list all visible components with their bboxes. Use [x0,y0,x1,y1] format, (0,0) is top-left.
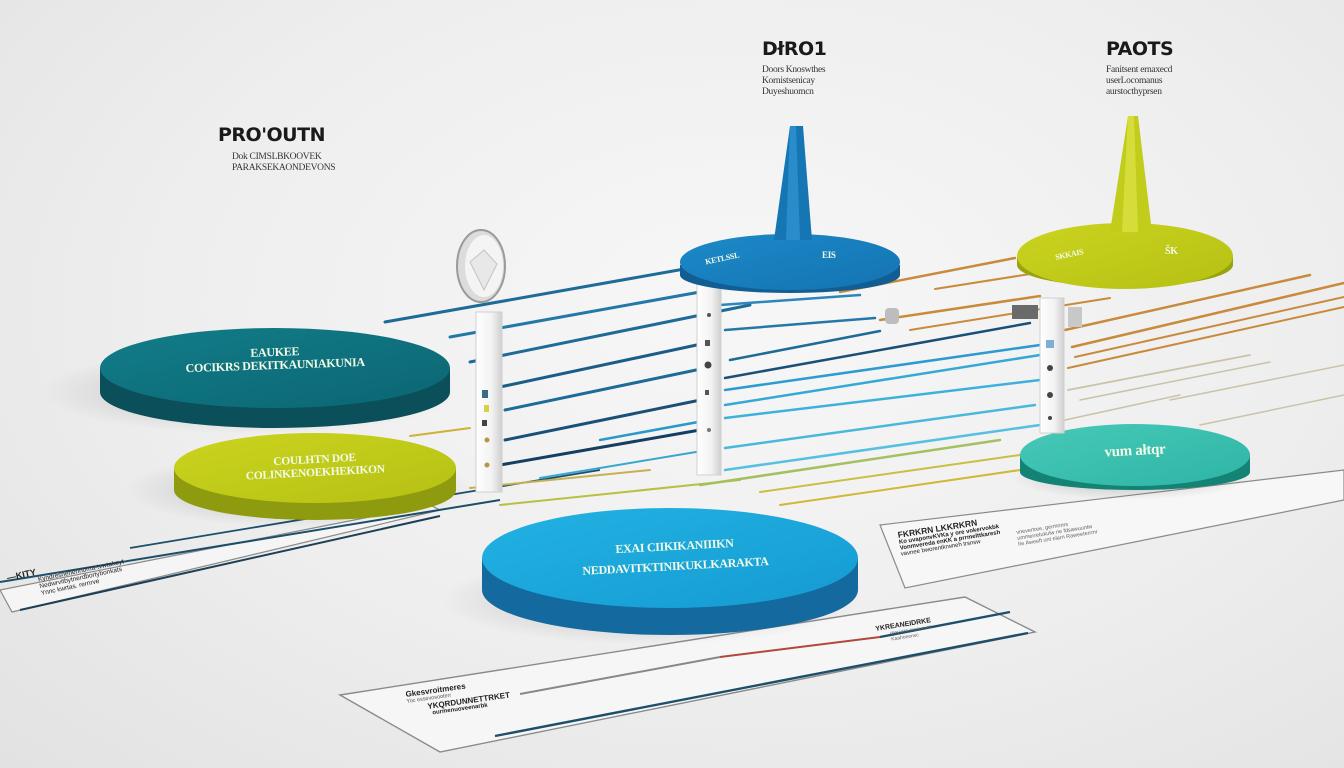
lime-pin-disc-icon-label: ŠK [1165,246,1178,257]
label-left-title: PRO'OUTN [218,124,325,146]
label-right: PAOTS Fanitsent ernaxecd userLocomanus a… [1106,38,1174,98]
label-left-line: PARAKSEKAONDEVONS [232,163,336,173]
label-center-line: Duyeshuomcn [762,87,814,97]
label-right-line: Fanitsent ernaxecd [1106,65,1173,75]
center-post [696,274,722,476]
sky-blue-disc [482,508,858,635]
right-post [885,297,1082,434]
label-center-title: DłRO1 [762,38,827,60]
dark-teal-disc [100,328,450,428]
label-left: PRO'OUTN Dok CIMSLBKOOVEK PARAKSEKAONDEV… [218,124,336,174]
lime-pin [1017,116,1233,289]
blue-pin-disc-icon-label: EIS [822,250,836,260]
aqua-disc [1020,424,1250,490]
label-right-line: userLocomanus [1106,76,1163,86]
label-right-line: aurstocthyprsen [1106,87,1162,97]
label-center-line: Doors Knoswthes [762,65,826,75]
blue-pin [680,126,900,293]
lime-disc [174,433,456,520]
label-center-line: Kornistsenicay [762,76,815,86]
label-right-title: PAOTS [1106,38,1174,60]
label-left-line: Dok CIMSLBKOOVEK [232,152,322,162]
left-post [456,229,506,493]
label-center: DłRO1 Doors Knoswthes Kornistsenicay Duy… [762,38,827,98]
